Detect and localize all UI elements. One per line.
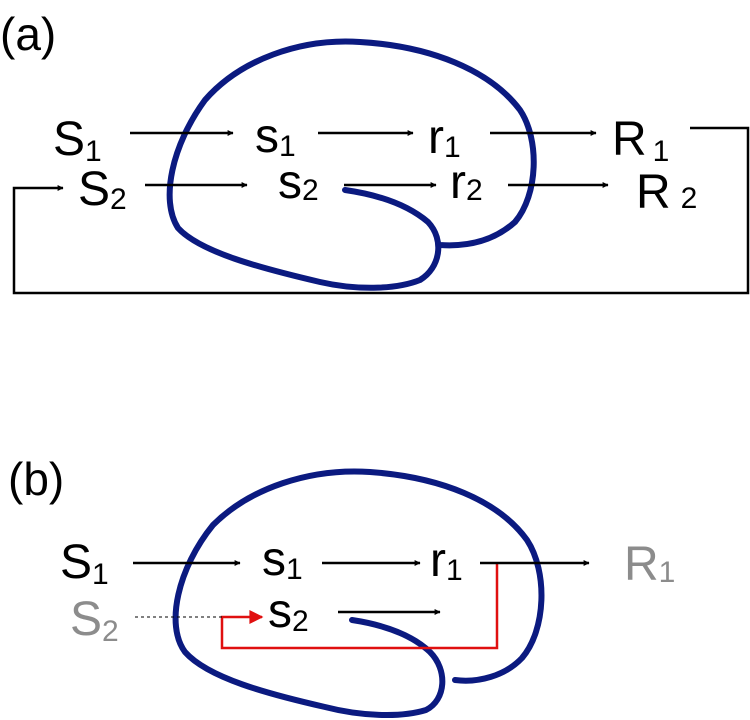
panel-a-label: (a)	[0, 8, 56, 60]
stimulus-s2-b: S2	[70, 593, 119, 648]
sensory-s1-b: s1	[262, 533, 303, 586]
response-r2-a: r2	[450, 156, 483, 209]
stimulus-s2-a: S2	[78, 163, 127, 216]
response-r1-b: r1	[430, 534, 463, 587]
response-r1-a: r1	[428, 111, 461, 164]
stimulus-s1-a: S1	[53, 113, 102, 168]
feedback-loop-a	[12, 126, 750, 295]
sensory-s2-b: s2	[268, 585, 309, 638]
outcome-R1-b: R1	[624, 538, 675, 591]
feedback-loop-b	[220, 563, 499, 650]
sensory-s1-a: s1	[255, 110, 296, 163]
sensory-s2-a: s2	[278, 156, 319, 209]
brain-outline-a	[166, 38, 537, 291]
panel-b: (b) S1 s1 r1 R1 S2 s2	[8, 453, 675, 718]
panel-b-label: (b)	[8, 453, 64, 505]
stimulus-s1-b: S1	[60, 536, 109, 591]
brain-outline-b	[172, 468, 545, 718]
